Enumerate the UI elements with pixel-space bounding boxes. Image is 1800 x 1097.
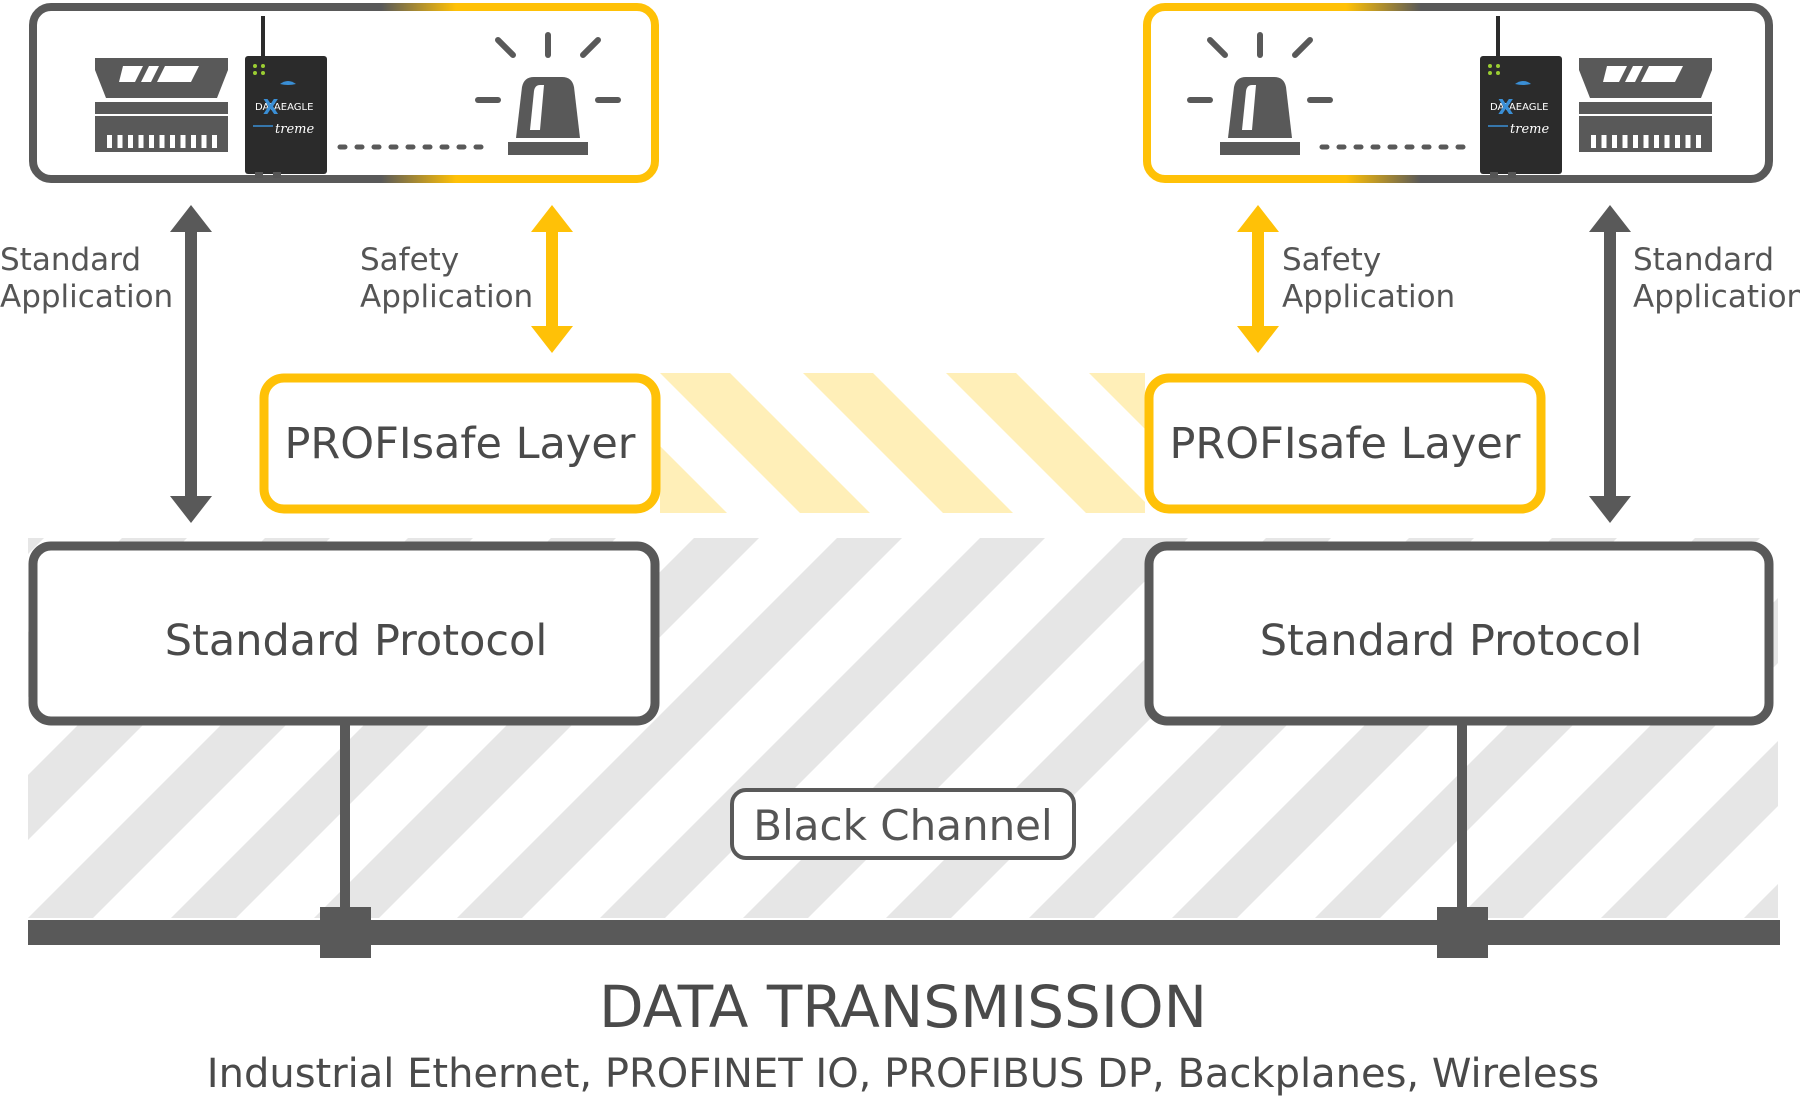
yellow-stripe: [660, 446, 727, 513]
gray-stripe: [1744, 884, 1778, 918]
plc-tooth: [212, 135, 217, 148]
right-standard-application-label: Standard Application: [1633, 242, 1800, 315]
plc-tooth: [1601, 135, 1607, 148]
black-channel-badge: [730, 788, 1076, 860]
plc-tooth: [170, 135, 175, 148]
device-model: treme: [275, 122, 314, 137]
right-profisafe-layer-box: [1144, 373, 1546, 514]
left-safety-application-arrow: [531, 205, 573, 353]
plc-tooth: [159, 135, 165, 148]
yellow-stripe: [946, 373, 1145, 513]
plc-tooth: [180, 135, 186, 148]
plc-tooth: [191, 135, 196, 148]
plc-tooth: [1622, 135, 1628, 148]
plc-module-icon: [95, 58, 228, 152]
warning-beacon-icon: [475, 32, 621, 155]
plc-tooth: [1675, 135, 1680, 148]
device-brand: DATAEAGLE: [1490, 102, 1548, 113]
left-profisafe-layer-label: PROFIsafe Layer: [285, 419, 636, 469]
left-profisafe-layer-box: [259, 373, 661, 514]
right-standard-application-arrow: [1589, 205, 1631, 523]
plc-tooth: [1633, 135, 1638, 148]
device-brand: DATAEAGLE: [255, 102, 313, 113]
plc-tooth: [1664, 135, 1670, 148]
plc-module-icon: [1579, 58, 1712, 152]
gray-stripe: [457, 538, 902, 918]
right-safety-application-label: Safety Application: [1282, 242, 1455, 315]
plc-tooth: [1696, 135, 1701, 148]
left-standard-application-arrow: [170, 205, 212, 523]
profisafe-link-stripes: [660, 373, 1145, 513]
plc-tooth: [138, 135, 144, 148]
left-standard-protocol-box: [28, 541, 660, 726]
data-transmission-bus: [28, 920, 1780, 945]
plc-tooth: [1591, 135, 1596, 148]
device-model: treme: [1510, 122, 1549, 137]
right-bus-node: [1437, 907, 1488, 958]
plc-tooth: [117, 135, 123, 148]
svg-text:X: X: [263, 95, 279, 119]
gray-stripe: [1601, 741, 1778, 918]
warning-beacon-icon: [1187, 32, 1333, 155]
data-transmission-title: DATA TRANSMISSION: [599, 973, 1207, 1041]
left-bus-node: [320, 907, 371, 958]
gray-stripe: [28, 538, 44, 554]
right-standard-protocol-label: Standard Protocol: [1260, 616, 1643, 666]
plc-tooth: [128, 135, 133, 148]
plc-tooth: [1685, 135, 1691, 148]
left-standard-protocol-label: Standard Protocol: [165, 616, 548, 666]
yellow-stripe: [660, 373, 870, 513]
yellow-stripe: [1089, 373, 1145, 429]
gray-stripe: [600, 538, 1045, 918]
left-safety-application-label: Safety Application: [360, 242, 533, 315]
plc-tooth: [1654, 135, 1659, 148]
right-profisafe-layer-label: PROFIsafe Layer: [1170, 419, 1521, 469]
data-transmission-subtitle: Industrial Ethernet, PROFINET IO, PROFIB…: [207, 1051, 1599, 1097]
yellow-stripe: [803, 373, 1013, 513]
plc-tooth: [201, 135, 207, 148]
right-safety-application-arrow: [1237, 205, 1279, 353]
black-channel-label: Black Channel: [753, 801, 1052, 850]
dataeagle-device-icon: DATAEAGLE X treme: [245, 16, 327, 178]
right-standard-protocol-box: [1144, 541, 1774, 726]
plc-tooth: [149, 135, 154, 148]
left-standard-application-label: Standard Application: [0, 242, 173, 315]
dataeagle-device-icon: DATAEAGLE X treme: [1480, 16, 1562, 178]
plc-tooth: [107, 135, 112, 148]
plc-tooth: [1643, 135, 1649, 148]
plc-tooth: [1612, 135, 1617, 148]
svg-text:X: X: [1498, 95, 1514, 119]
